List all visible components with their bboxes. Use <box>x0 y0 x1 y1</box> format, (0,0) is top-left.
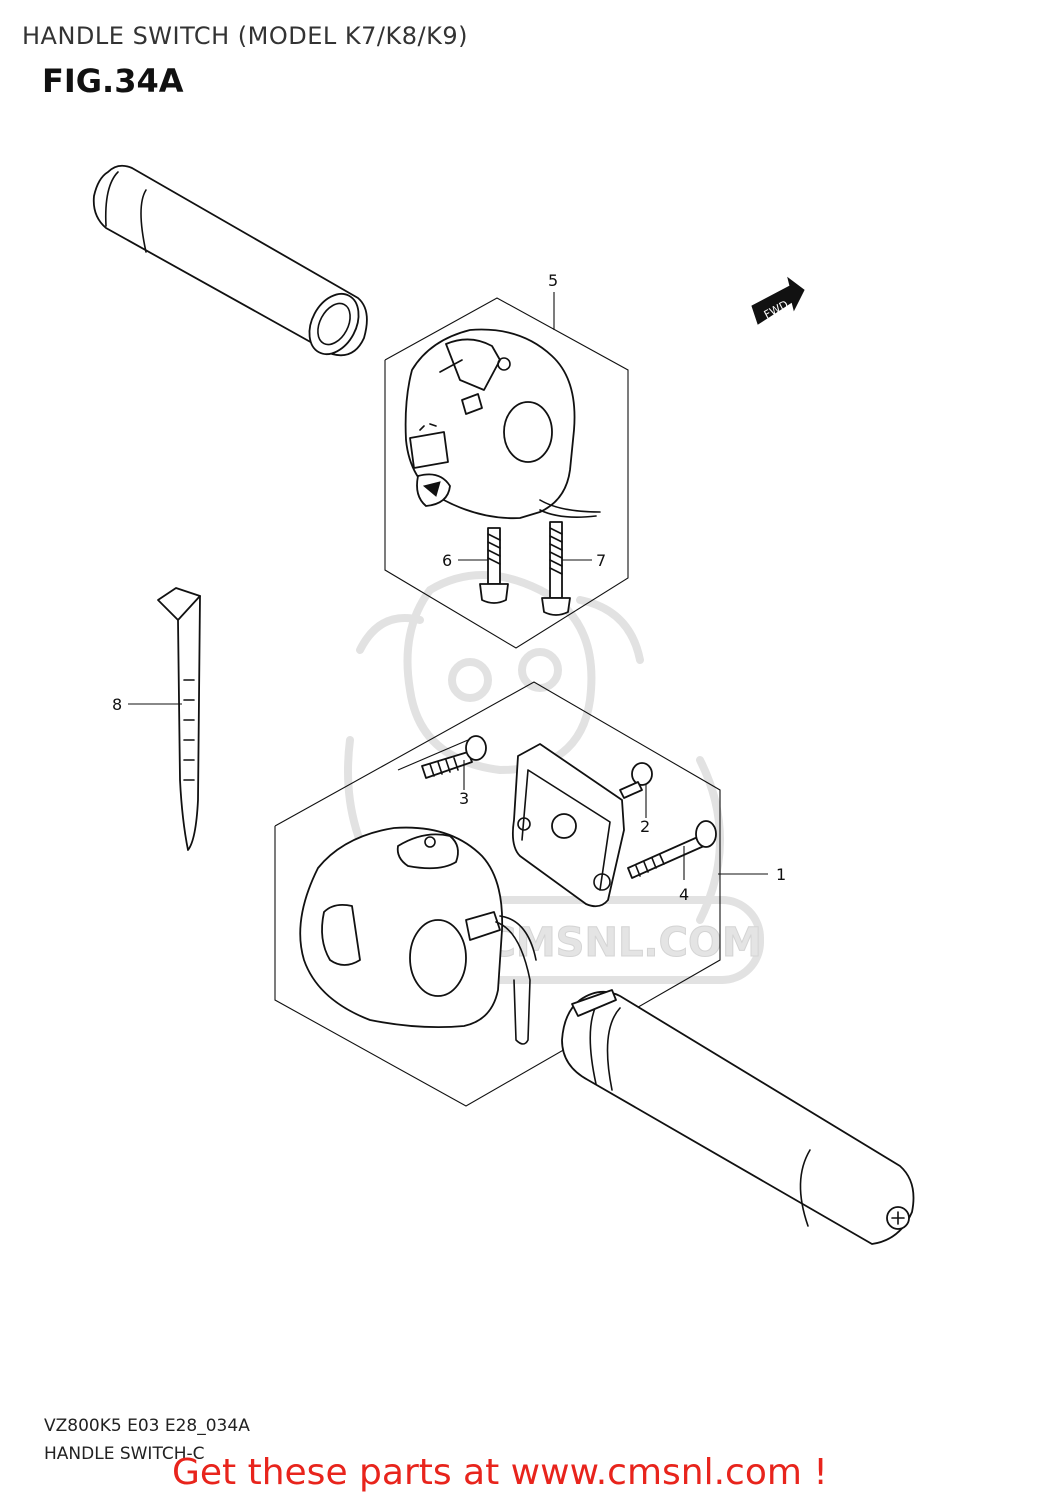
screw-6 <box>479 527 509 604</box>
promo-link[interactable]: Get these parts at www.cmsnl.com ! <box>172 1452 828 1493</box>
diagram-name: HANDLE SWITCH-C <box>44 1444 205 1464</box>
screw-7 <box>541 521 571 616</box>
throttle-grip <box>561 989 915 1245</box>
hex-frame-upper <box>384 297 629 649</box>
fwd-direction-badge: FWD <box>751 276 805 325</box>
callout-3: 3 <box>459 789 469 808</box>
screw-4 <box>627 820 717 879</box>
callout-6: 6 <box>442 551 452 570</box>
callout-8: 8 <box>112 695 122 714</box>
callout-4: 4 <box>679 885 689 904</box>
leader-lines <box>128 292 768 880</box>
screw-3 <box>421 735 487 779</box>
figure-label: FIG.34A <box>42 62 184 100</box>
hex-frame-lower <box>274 681 721 1107</box>
left-handlebar-grip <box>92 164 368 357</box>
callout-7: 7 <box>596 551 606 570</box>
left-switch-housing <box>404 328 601 520</box>
callout-labels: 1 2 3 4 5 6 7 8 <box>112 271 786 904</box>
cable-tie <box>157 587 201 851</box>
switch-clamp-bracket <box>511 743 625 908</box>
diagram-code: VZ800K5 E03 E28_034A <box>44 1416 250 1436</box>
callout-2: 2 <box>640 817 650 836</box>
callout-5: 5 <box>548 271 558 290</box>
page-title: HANDLE SWITCH (MODEL K7/K8/K9) <box>22 22 468 50</box>
hex-frame-inner <box>397 739 469 771</box>
right-switch-housing <box>299 826 537 1045</box>
callout-1: 1 <box>776 865 786 884</box>
screw-2 <box>619 762 653 799</box>
